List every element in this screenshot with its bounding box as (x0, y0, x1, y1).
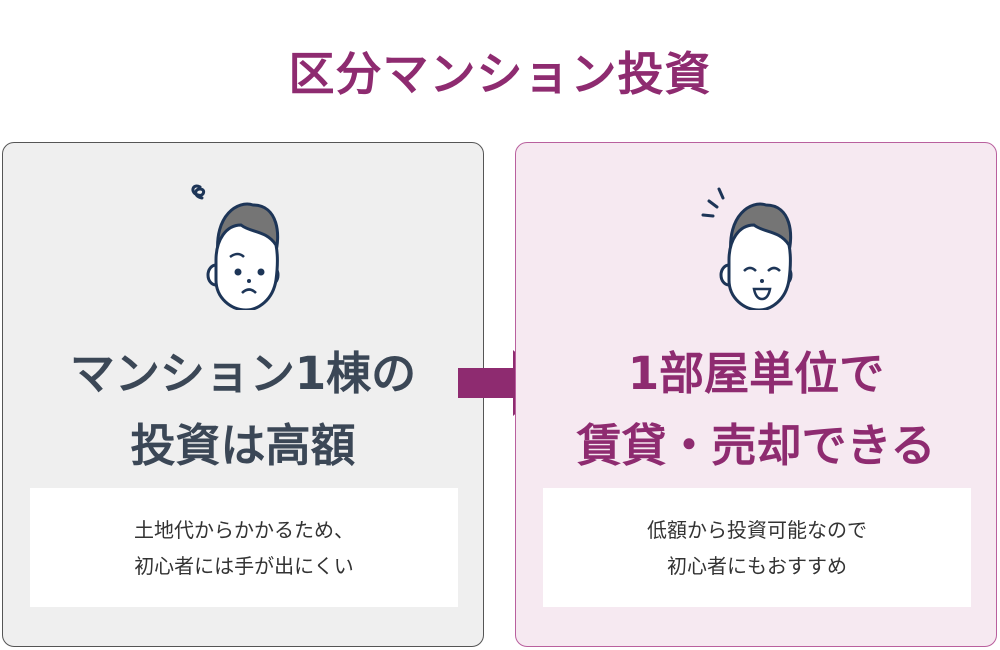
page-title: 区分マンション投資 (288, 47, 712, 101)
note-line: 初心者には手が出にくい (134, 553, 354, 578)
note-line: 低額から投資可能なので (647, 517, 867, 542)
note-box: 土地代からかかるため、 初心者には手が出にくい (30, 488, 458, 607)
happy-man-icon (701, 187, 793, 310)
panel-whole-building: マンション1棟の 投資は高額 土地代からかかるため、 初心者には手が出にくい (2, 142, 484, 647)
worried-man-icon (191, 184, 280, 310)
headline-line: 1部屋単位で (627, 347, 885, 400)
headline-line: マンション1棟の (69, 347, 417, 400)
headline: マンション1棟の 投資は高額 (3, 338, 483, 482)
note-box: 低額から投資可能なので 初心者にもおすすめ (543, 488, 971, 607)
headline-line: 投資は高額 (130, 419, 356, 472)
note-line: 土地代からかかるため、 (134, 517, 354, 542)
note-line: 初心者にもおすすめ (667, 553, 847, 578)
headline-line: 賃貸・売却できる (576, 419, 936, 472)
panel-single-unit: 1部屋単位で 賃貸・売却できる 低額から投資可能なので 初心者にもおすすめ (515, 142, 997, 647)
headline: 1部屋単位で 賃貸・売却できる (516, 338, 996, 482)
